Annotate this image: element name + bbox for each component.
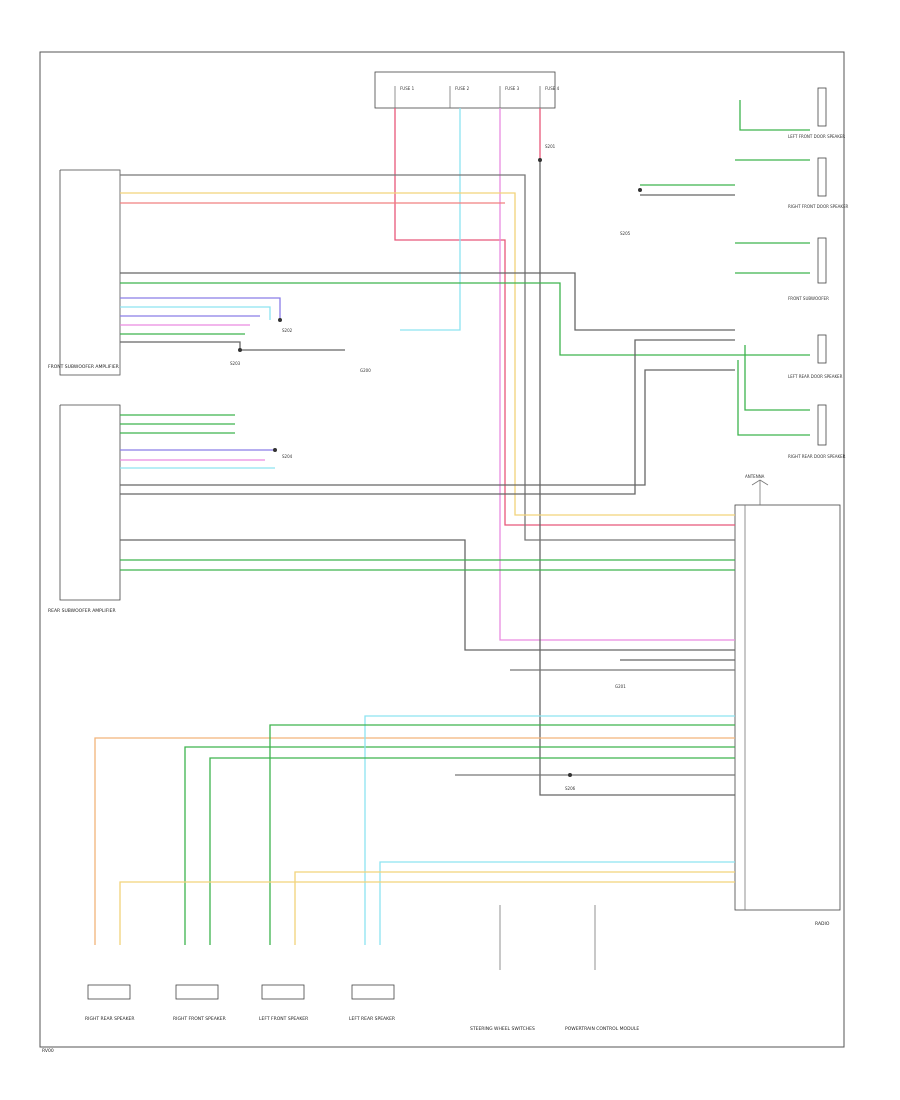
right-side-speakers: LEFT FRONT DOOR SPEAKER RIGHT FRONT DOOR… [788,87,849,459]
right-speaker-label-2: RIGHT FRONT DOOR SPEAKER [788,204,849,209]
module-label-1: STEERING WHEEL SWITCHES [470,1026,535,1032]
footer-code: RV00 [42,1048,54,1054]
speaker-right-front: RIGHT FRONT SPEAKER [173,984,226,1022]
speaker-label-4: LEFT REAR SPEAKER [349,1016,395,1022]
speaker-label-1: RIGHT REAR SPEAKER [85,1016,135,1022]
front-amp-label: FRONT SUBWOOFER AMPLIFIER [48,364,119,370]
fuse-label-1: FUSE 1 [400,86,415,91]
speaker-left-rear: LEFT REAR SPEAKER [349,984,395,1022]
bottom-modules: STEERING WHEEL SWITCHES POWERTRAIN CONTR… [470,905,639,1032]
splice-label-5: S205 [620,231,631,236]
speaker-left-front: LEFT FRONT SPEAKER [259,984,308,1022]
rear-subwoofer-amplifier: REAR SUBWOOFER AMPLIFIER [48,404,121,614]
ground-label-2: G201 [615,684,626,689]
right-speaker-label-3: FRONT SUBWOOFER [788,296,829,301]
wires [94,100,810,945]
bottom-speakers: RIGHT REAR SPEAKER RIGHT FRONT SPEAKER L… [85,984,395,1022]
splice-label-4: S204 [282,454,293,459]
splices: S201 S202 S203 S204 S205 S206 G200 G201 [230,144,642,791]
right-speaker-label-1: LEFT FRONT DOOR SPEAKER [788,134,845,139]
speaker-label-3: LEFT FRONT SPEAKER [259,1016,308,1022]
splice-label-1: S201 [545,144,556,149]
fuse-label-3: FUSE 3 [505,86,520,91]
radio: RADIO ANTENNA [734,474,841,927]
front-subwoofer-amplifier: FRONT SUBWOOFER AMPLIFIER [48,169,121,376]
module-label-2: POWERTRAIN CONTROL MODULE [565,1026,639,1032]
right-speaker-label-4: LEFT REAR DOOR SPEAKER [788,374,843,379]
ground-label-1: G200 [360,368,371,373]
antenna-label: ANTENNA [745,474,765,479]
splice-label-2: S202 [282,328,293,333]
right-speaker-label-5: RIGHT REAR DOOR SPEAKER [788,454,846,459]
speaker-right-rear: RIGHT REAR SPEAKER [85,984,135,1022]
fuse-label-4: FUSE 4 [545,86,560,91]
splice-label-3: S203 [230,361,241,366]
rear-amp-label: REAR SUBWOOFER AMPLIFIER [48,608,116,614]
speaker-label-2: RIGHT FRONT SPEAKER [173,1016,226,1022]
fuse-label-2: FUSE 2 [455,86,470,91]
diagram-frame [39,51,845,1048]
radio-label: RADIO [815,921,830,927]
fuse-block: FUSE 1 FUSE 2 FUSE 3 FUSE 4 [374,71,560,109]
splice-label-6: S206 [565,786,576,791]
